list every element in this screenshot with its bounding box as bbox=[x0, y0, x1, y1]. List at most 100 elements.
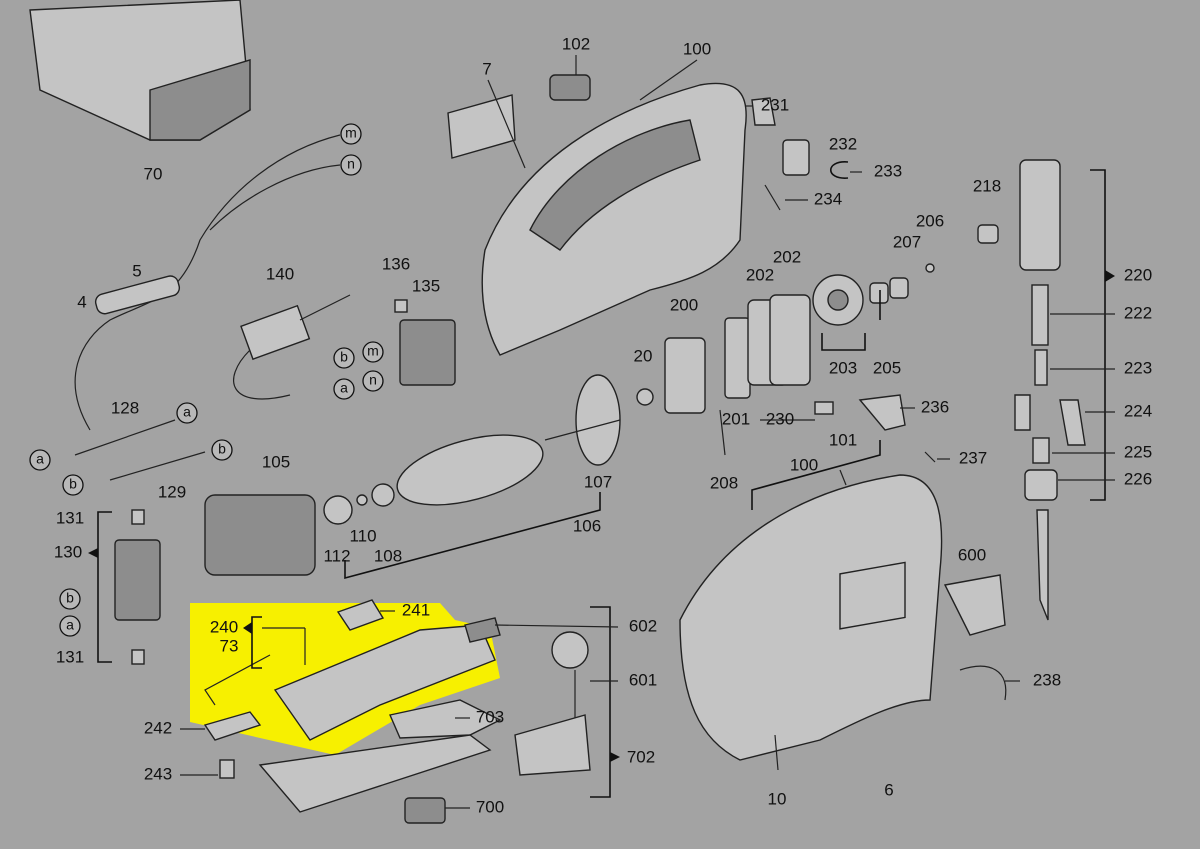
svg-text:n: n bbox=[369, 372, 377, 388]
svg-text:m: m bbox=[345, 125, 357, 141]
label-702: 702 bbox=[627, 747, 655, 766]
label-129: 129 bbox=[158, 482, 186, 501]
label-208: 208 bbox=[710, 473, 738, 492]
armature-106 bbox=[396, 434, 544, 506]
label-100-housing: 100 bbox=[790, 455, 818, 474]
stator-105 bbox=[204, 494, 316, 576]
label-plate-part bbox=[447, 94, 516, 159]
bushing-218 bbox=[977, 224, 999, 244]
label-102: 102 bbox=[562, 34, 590, 53]
housing-half-part bbox=[481, 82, 747, 356]
bearing-housing-200 bbox=[664, 337, 706, 414]
filter-232 bbox=[782, 139, 810, 176]
svg-text:b: b bbox=[66, 590, 74, 606]
label-242: 242 bbox=[144, 718, 172, 737]
brush-131a bbox=[131, 509, 145, 525]
label-10: 10 bbox=[768, 789, 787, 808]
spring-225 bbox=[1032, 437, 1050, 464]
cover-703 bbox=[389, 699, 502, 739]
hex-key-73 bbox=[204, 654, 271, 706]
label-112: 112 bbox=[323, 546, 350, 565]
bearing-108 bbox=[371, 483, 395, 507]
spring-222 bbox=[1031, 284, 1049, 346]
label-130: 130 bbox=[54, 542, 82, 561]
label-202: 202 bbox=[746, 265, 774, 284]
label-135: 135 bbox=[412, 276, 440, 295]
label-207: 207 bbox=[893, 232, 921, 251]
label-6 bbox=[839, 561, 906, 630]
label-233: 233 bbox=[874, 161, 902, 180]
label-108: 108 bbox=[374, 546, 402, 565]
cap-601 bbox=[551, 631, 589, 669]
collar-226 bbox=[1024, 469, 1058, 501]
svg-text:b: b bbox=[218, 441, 226, 457]
cable-part bbox=[74, 134, 341, 431]
cable-sleeve-part bbox=[94, 275, 181, 315]
label-600: 600 bbox=[958, 545, 986, 564]
label-226: 226 bbox=[1124, 469, 1152, 488]
label-128: 128 bbox=[111, 398, 139, 417]
roller-224 bbox=[1014, 394, 1031, 431]
wire-marker-b: b bbox=[333, 347, 355, 369]
wire-marker-a: a bbox=[59, 615, 81, 637]
bracket-240 bbox=[251, 616, 262, 669]
label-203: 203 bbox=[829, 358, 857, 377]
label-110: 110 bbox=[349, 526, 376, 545]
wire-marker-a: a bbox=[29, 449, 51, 471]
guide-242 bbox=[203, 711, 262, 741]
lever-236 bbox=[858, 394, 906, 431]
part-700 bbox=[404, 797, 446, 824]
label-101: 101 bbox=[829, 430, 857, 449]
bracket-702 bbox=[590, 606, 611, 798]
label-7: 7 bbox=[482, 59, 491, 78]
part-600 bbox=[943, 574, 1006, 636]
label-601: 601 bbox=[629, 670, 657, 689]
svg-text:a: a bbox=[340, 380, 348, 396]
wire-marker-m: m bbox=[362, 341, 384, 363]
label-225: 225 bbox=[1124, 442, 1152, 461]
label-220: 220 bbox=[1124, 265, 1152, 284]
label-218: 218 bbox=[973, 176, 1001, 195]
label-131-lower: 131 bbox=[56, 647, 84, 666]
svg-text:n: n bbox=[347, 156, 355, 172]
label-232: 232 bbox=[829, 134, 857, 153]
washer-112 bbox=[323, 495, 353, 525]
label-243: 243 bbox=[144, 764, 172, 783]
label-238: 238 bbox=[1033, 670, 1061, 689]
label-107: 107 bbox=[584, 472, 612, 491]
magnet-233 bbox=[830, 161, 849, 179]
wire-marker-b: b bbox=[59, 588, 81, 610]
adapter-702 bbox=[514, 714, 591, 776]
dust-guard bbox=[258, 734, 492, 813]
label-5: 5 bbox=[132, 261, 141, 280]
cable-clamp-part bbox=[549, 74, 591, 101]
wire-marker-n: n bbox=[362, 370, 384, 392]
switch-part bbox=[399, 319, 456, 386]
label-602: 602 bbox=[629, 616, 657, 635]
label-236: 236 bbox=[921, 397, 949, 416]
plate-202b bbox=[769, 294, 811, 386]
wire-marker-a: a bbox=[333, 378, 355, 400]
label-70: 70 bbox=[144, 164, 163, 183]
label-224: 224 bbox=[1124, 401, 1152, 420]
plate-241 bbox=[336, 599, 385, 631]
label-206: 206 bbox=[916, 211, 944, 230]
svg-text:a: a bbox=[66, 617, 74, 633]
housing-100 bbox=[679, 474, 943, 761]
plate-201 bbox=[724, 317, 751, 399]
brush-holder-130 bbox=[114, 539, 161, 621]
suppressor-part bbox=[240, 304, 311, 361]
label-106: 106 bbox=[573, 516, 601, 535]
clip-238 bbox=[959, 665, 1007, 701]
label-223: 223 bbox=[1124, 358, 1152, 377]
svg-text:m: m bbox=[367, 343, 379, 359]
wire-marker-m: m bbox=[340, 123, 362, 145]
label-237: 237 bbox=[959, 448, 987, 467]
bracket-130 bbox=[97, 511, 112, 663]
label-4: 4 bbox=[77, 292, 86, 311]
label-100: 100 bbox=[683, 39, 711, 58]
wire-letter-markers: m n b m a n a a b b b a bbox=[29, 123, 384, 637]
brush-131b bbox=[131, 649, 145, 665]
svg-text:a: a bbox=[36, 451, 44, 467]
